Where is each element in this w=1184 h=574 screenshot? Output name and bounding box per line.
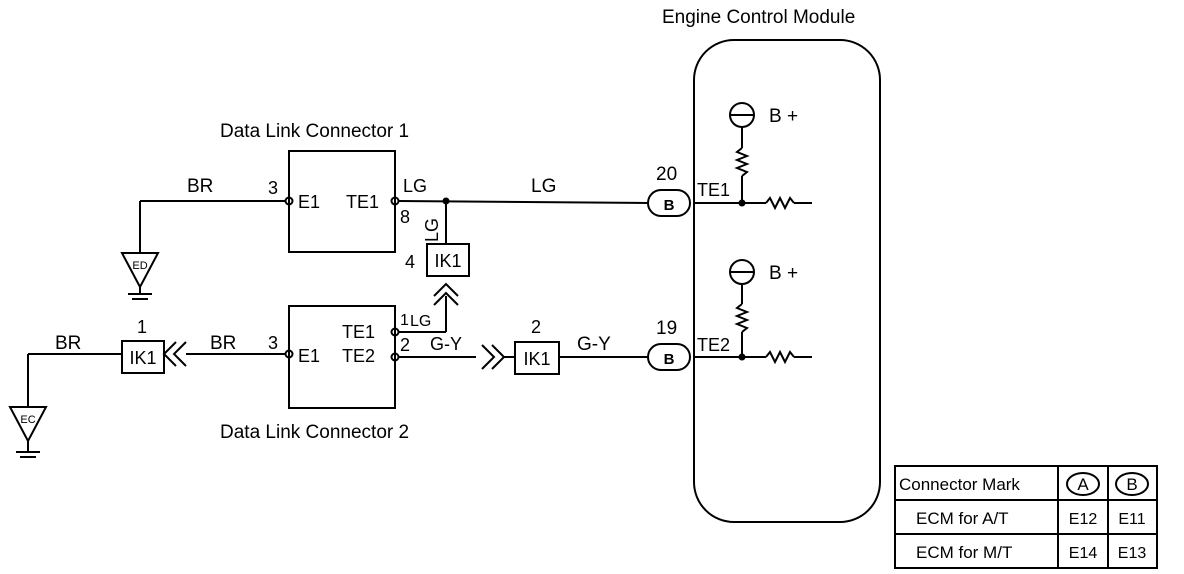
wire-br-left-label: BR (55, 333, 81, 354)
wire-dlc2-te2-label: G-Y (430, 334, 462, 354)
b-plus-label-2: B + (769, 263, 798, 284)
dlc2-pin-e1 (284, 349, 294, 359)
table-row-2-b: E13 (1118, 545, 1147, 562)
ecm-supply-2: B + (729, 259, 798, 361)
junction-ik1-left: IK1 1 (121, 317, 165, 374)
ik1-left-pin: 1 (137, 317, 147, 337)
dlc1-box (288, 150, 396, 253)
dlc2-te2-num: 2 (400, 335, 410, 355)
ecm-connector-19-mark: B (664, 351, 675, 368)
dlc1-title: Data Link Connector 1 (220, 121, 409, 142)
b-plus-label-1: B + (769, 106, 798, 127)
dlc2-pin-te2 (390, 352, 400, 362)
dlc1-te1-label: TE1 (346, 192, 379, 212)
dlc1-pin-8-wire: LG (422, 218, 442, 242)
ik1-mid-pin: 2 (531, 317, 541, 337)
dlc1-pin-8: 8 (400, 207, 410, 227)
dlc1-e1-label: E1 (298, 192, 320, 212)
dlc2-te1-num: 1 (400, 312, 409, 329)
table-row-1-label: ECM for A/T (916, 509, 1009, 528)
ecm-terminal-te1: TE1 (697, 180, 730, 200)
wire-lg-main (398, 200, 649, 204)
dlc2-te1-label: TE1 (342, 322, 375, 342)
ik1-mid-label: IK1 (523, 349, 550, 369)
dlc1-e1-num: 3 (268, 178, 278, 198)
table-header-label: Connector Mark (899, 475, 1020, 494)
wire-gy-label: G-Y (577, 334, 611, 355)
dlc2-e1-num: 3 (268, 333, 278, 353)
supply-2-resistor (734, 303, 750, 333)
ecm-connector-19-pin: 19 (656, 318, 677, 339)
ground-ed: ED (120, 252, 160, 300)
ecm-connector-20-mark: B (664, 197, 675, 214)
table-row-2-a: E14 (1069, 545, 1098, 562)
ecm-housing (693, 39, 881, 523)
wire-lg-label: LG (531, 176, 556, 197)
connector-mark-table: Connector Mark A B ECM for A/T E12 E11 E… (894, 465, 1158, 569)
ecm-connector-20: B 20 (647, 164, 691, 217)
table-row-2-label: ECM for M/T (916, 543, 1012, 562)
ecm-title: Engine Control Module (662, 7, 855, 28)
ecm-connector-20-pin: 20 (656, 164, 677, 185)
ground-ec-label: EC (20, 414, 35, 426)
dlc2-pin-te1 (390, 327, 400, 337)
ground-ec: EC (8, 406, 48, 458)
dlc2-te1-wire: LG (410, 313, 431, 330)
dlc2-e1-label: E1 (298, 346, 320, 366)
table-row-1-a: E12 (1069, 511, 1098, 528)
dlc1-pin-te1 (390, 196, 400, 206)
dlc1-te1-wire: LG (403, 176, 427, 196)
wire-br-mid-label: BR (210, 333, 236, 354)
table-col-b: B (1126, 475, 1137, 494)
dlc2-te2-label: TE2 (342, 346, 375, 366)
junction-ik1-top: IK1 4 (405, 243, 470, 277)
wire-br-top-label: BR (187, 176, 213, 197)
dlc1-pin-e1 (284, 196, 294, 206)
ik1-top-pin: 4 (405, 252, 415, 272)
supply-1-resistor (734, 147, 750, 177)
table-row-1-b: E11 (1118, 511, 1145, 528)
ecm-terminal-te2: TE2 (697, 335, 730, 355)
ecm-supply-1: B + (729, 102, 798, 207)
ecm-connector-19: B 19 (647, 318, 691, 371)
junction-ik1-mid: IK1 2 (514, 317, 560, 375)
ik1-top-label: IK1 (434, 251, 461, 271)
ground-ed-label: ED (132, 260, 147, 272)
table-col-a: A (1077, 475, 1089, 494)
ik1-left-label: IK1 (129, 348, 156, 368)
dlc2-title: Data Link Connector 2 (220, 422, 409, 443)
